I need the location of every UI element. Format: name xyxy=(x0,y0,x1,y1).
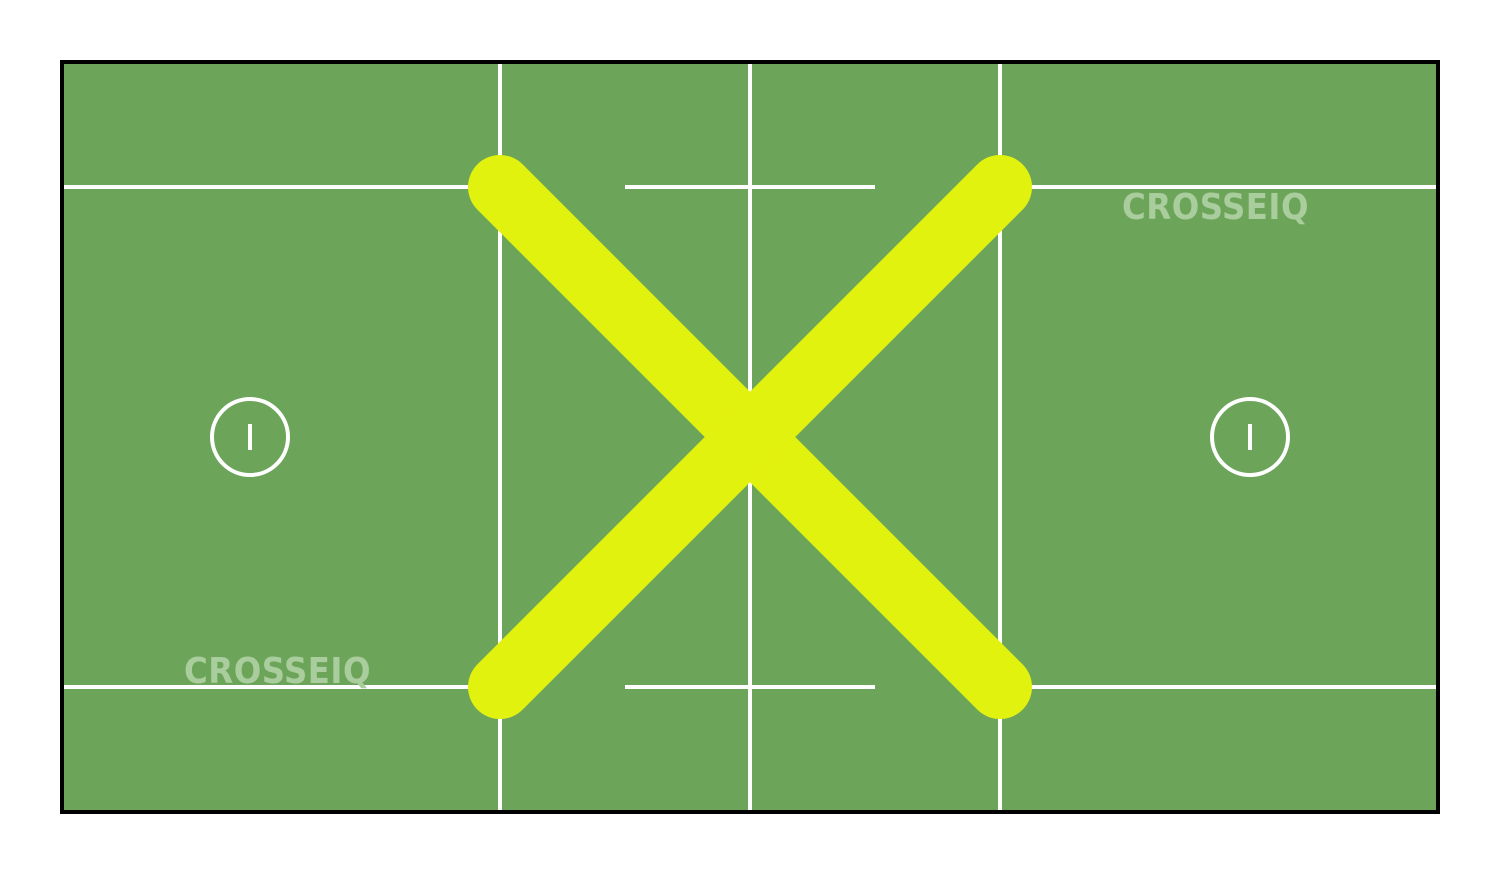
watermark-top-right: CROSSEIQ xyxy=(1122,187,1309,228)
x-overlay xyxy=(468,155,1032,719)
right-goal-crease xyxy=(1210,397,1290,477)
field-boundary xyxy=(60,60,1440,814)
watermark-bottom-left: CROSSEIQ xyxy=(184,651,371,692)
x-overlay-stroke-ascending xyxy=(468,155,1032,719)
left-goal-crease xyxy=(210,397,290,477)
